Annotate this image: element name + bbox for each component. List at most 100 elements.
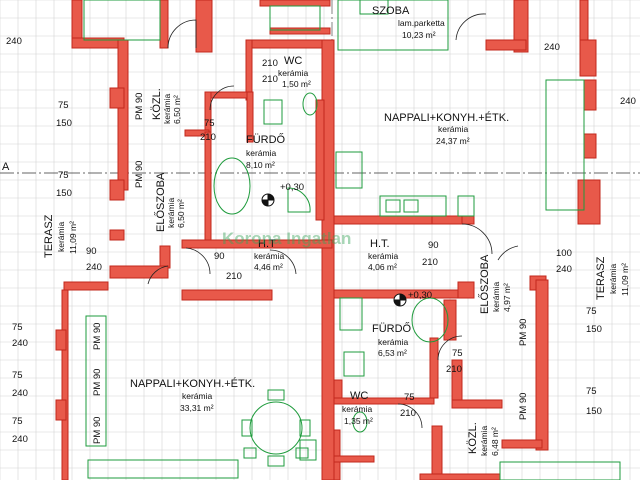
svg-text:TERASZ: TERASZ	[43, 214, 55, 258]
room-furdo-bottom: FÜRDŐ kerámia 6,53 m²	[372, 321, 412, 358]
svg-text:H.T: H.T	[258, 238, 276, 250]
svg-text:kerámia: kerámia	[182, 391, 213, 401]
svg-text:6,50 m²: 6,50 m²	[176, 199, 186, 228]
dimensions: 240 75 150 75 150 75 210 210 210 90 240 …	[6, 36, 636, 445]
svg-text:kerámia: kerámia	[254, 251, 285, 261]
level-bottom: +0,30	[408, 290, 432, 301]
pm-labels: PM 90 PM 90 PM 90 PM 90 PM 90 PM 90 PM 9…	[92, 93, 529, 444]
svg-text:33,31 m²: 33,31 m²	[180, 403, 214, 413]
room-nappali-bottom: NAPPALI+KONYH.+ÉTK. kerámia 33,31 m²	[130, 377, 255, 413]
svg-text:210: 210	[446, 364, 462, 375]
svg-text:SZOBA: SZOBA	[372, 5, 410, 17]
svg-text:kerámia: kerámia	[479, 425, 489, 456]
svg-text:NAPPALI+KONYH.+ÉTK.: NAPPALI+KONYH.+ÉTK.	[384, 111, 509, 124]
svg-text:210: 210	[226, 271, 242, 282]
room-wc-bottom: WC kerámia 1,35 m²	[342, 390, 373, 426]
level-marker-top: +0,30	[261, 182, 304, 207]
svg-text:75: 75	[586, 386, 597, 397]
svg-text:75: 75	[586, 306, 597, 317]
level-top: +0,30	[280, 182, 304, 193]
svg-text:KÖZL.: KÖZL.	[151, 88, 163, 120]
svg-text:kerámia: kerámia	[438, 124, 469, 134]
svg-text:210: 210	[262, 74, 278, 85]
room-terasz-left: TERASZ kerámia 11,09 m²	[43, 214, 78, 258]
pm-label: PM 90	[134, 161, 145, 188]
svg-text:lam.parketta: lam.parketta	[398, 18, 445, 28]
svg-text:11,09 m²: 11,09 m²	[68, 221, 78, 254]
pm-label: PM 90	[518, 319, 529, 346]
svg-text:kerámia: kerámia	[368, 251, 399, 261]
svg-text:8,10 m²: 8,10 m²	[246, 160, 275, 170]
room-wc-top: WC kerámia 1,50 m²	[278, 55, 311, 89]
axis-label: A	[2, 161, 10, 173]
svg-text:FÜRDŐ: FÜRDŐ	[372, 321, 412, 335]
svg-text:150: 150	[56, 118, 72, 129]
svg-text:kerámia: kerámia	[166, 197, 176, 228]
svg-text:75: 75	[452, 348, 463, 359]
svg-text:240: 240	[556, 264, 572, 275]
svg-text:240: 240	[86, 262, 102, 273]
room-furdo-top: FÜRDŐ kerámia 8,10 m²	[246, 132, 286, 170]
svg-text:6,50 m²: 6,50 m²	[172, 95, 182, 124]
svg-text:kerámia: kerámia	[491, 281, 501, 312]
svg-text:75: 75	[404, 392, 415, 403]
pm-label: PM 90	[518, 393, 529, 420]
svg-text:kerámia: kerámia	[56, 221, 66, 252]
svg-text:90: 90	[86, 246, 97, 257]
room-eloszoba-left: ELŐSZOBA kerámia 6,50 m²	[153, 172, 186, 232]
room-szoba: SZOBA lam.parketta 10,23 m²	[372, 5, 445, 40]
svg-text:ELŐSZOBA: ELŐSZOBA	[153, 172, 167, 232]
pm-label: PM 90	[92, 323, 103, 350]
svg-text:24,37 m²: 24,37 m²	[436, 136, 470, 146]
room-ht-right: H.T. kerámia 4,06 m²	[368, 238, 399, 272]
room-kozl-bottom: KÖZL. kerámia 6,48 m²	[467, 422, 500, 456]
svg-text:210: 210	[400, 408, 416, 419]
svg-text:75: 75	[204, 118, 215, 129]
svg-text:75: 75	[12, 416, 23, 427]
svg-text:240: 240	[12, 434, 28, 445]
level-marker-bottom: +0,30	[393, 290, 432, 307]
svg-text:240: 240	[620, 96, 636, 107]
svg-text:FÜRDŐ: FÜRDŐ	[246, 132, 286, 146]
svg-text:KÖZL.: KÖZL.	[467, 422, 479, 454]
svg-text:75: 75	[12, 322, 23, 333]
svg-text:240: 240	[544, 42, 560, 53]
svg-text:4,06 m²: 4,06 m²	[368, 262, 397, 272]
pm-label: PM 90	[92, 369, 103, 396]
svg-text:150: 150	[586, 324, 602, 335]
svg-text:240: 240	[12, 388, 28, 399]
svg-text:1,35 m²: 1,35 m²	[344, 416, 373, 426]
room-kozl-top: KÖZL. kerámia 6,50 m²	[151, 88, 182, 124]
room-terasz-right: TERASZ kerámia 11,09 m²	[595, 256, 630, 300]
svg-text:NAPPALI+KONYH.+ÉTK.: NAPPALI+KONYH.+ÉTK.	[130, 377, 255, 390]
room-ht-left: H.T kerámia 4,46 m²	[254, 238, 285, 272]
room-nappali-top: NAPPALI+KONYH.+ÉTK. kerámia 24,37 m²	[384, 111, 509, 146]
svg-text:kerámia: kerámia	[162, 93, 172, 124]
svg-text:10,23 m²: 10,23 m²	[402, 30, 436, 40]
svg-text:kerámia: kerámia	[608, 263, 618, 294]
svg-text:1,50 m²: 1,50 m²	[282, 79, 311, 89]
room-eloszoba-right: ELŐSZOBA kerámia 4,97 m²	[477, 254, 512, 314]
svg-text:210: 210	[422, 257, 438, 268]
svg-text:kerámia: kerámia	[342, 404, 373, 414]
svg-text:WC: WC	[350, 390, 368, 402]
fixtures	[83, 0, 621, 480]
pm-label: PM 90	[134, 93, 145, 120]
svg-text:4,46 m²: 4,46 m²	[254, 262, 283, 272]
svg-text:75: 75	[58, 100, 69, 111]
svg-text:240: 240	[6, 36, 22, 47]
watermark: Korona Ingatlan	[222, 229, 351, 248]
svg-text:ELŐSZOBA: ELŐSZOBA	[477, 254, 491, 314]
svg-text:kerámia: kerámia	[246, 148, 277, 158]
svg-text:75: 75	[12, 370, 23, 381]
svg-text:WC: WC	[284, 55, 302, 67]
svg-text:150: 150	[56, 188, 72, 199]
svg-text:kerámia: kerámia	[378, 337, 409, 347]
svg-text:75: 75	[58, 170, 69, 181]
svg-text:90: 90	[214, 251, 225, 262]
svg-text:11,09 m²: 11,09 m²	[620, 263, 630, 296]
svg-text:6,53 m²: 6,53 m²	[378, 348, 407, 358]
svg-text:100: 100	[556, 248, 572, 259]
door-swings	[147, 13, 519, 429]
